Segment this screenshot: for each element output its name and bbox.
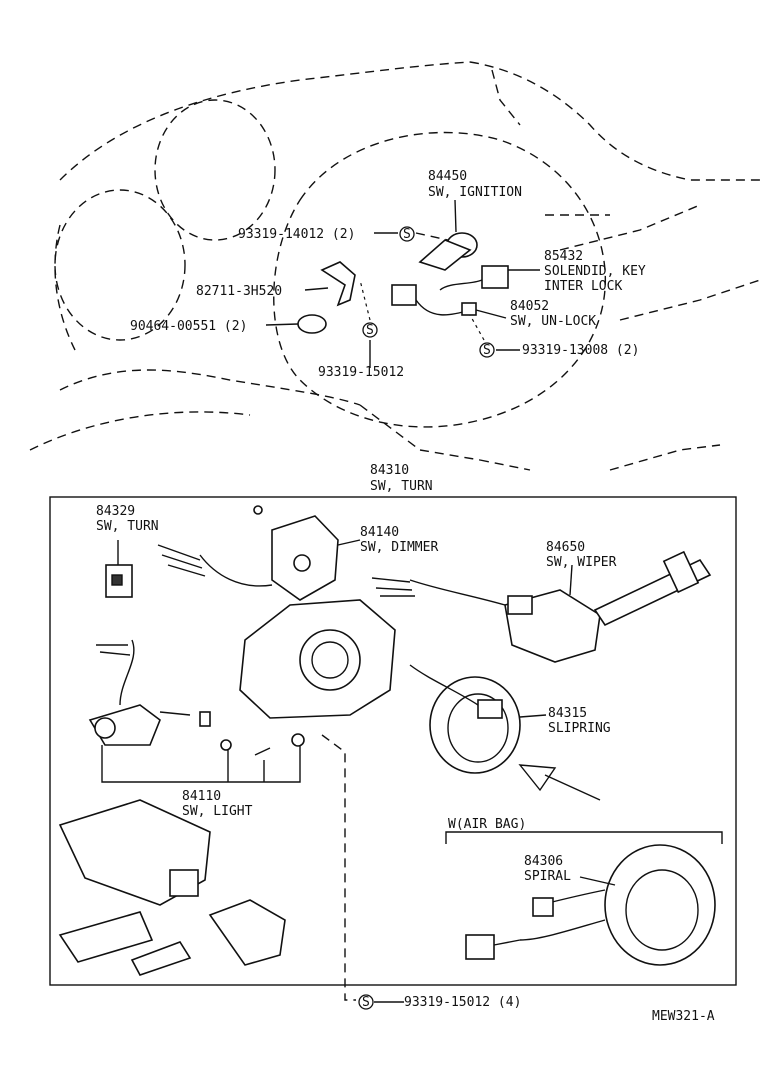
screw-symbol-icon: S <box>479 342 495 358</box>
part-name-85432-line1: SOLENDID, KEY <box>544 264 646 279</box>
part-number-93319-15012: 93319-15012 <box>318 365 404 380</box>
screw-symbol-icon: S <box>362 322 378 338</box>
light-switch-part <box>88 639 305 783</box>
part-name-84315: SLIPRING <box>548 721 611 736</box>
part-number-84315: 84315 <box>548 706 587 721</box>
leader-lines-bottom <box>321 734 404 1003</box>
screw-symbol-icon: S <box>358 994 374 1010</box>
arrow-icon <box>518 764 601 801</box>
part-name-84110: SW, LIGHT <box>182 804 253 819</box>
svg-text:S: S <box>362 995 370 1010</box>
turn-switch-small-part <box>105 540 133 598</box>
wiper-switch-part <box>371 550 712 663</box>
part-number-84052: 84052 <box>510 299 549 314</box>
dashboard-outline <box>29 61 761 471</box>
spiral-cable-part <box>465 844 716 966</box>
part-name-85432-line2: INTER LOCK <box>544 279 622 294</box>
part-number-82711: 82711-3H520 <box>196 284 282 299</box>
svg-text:S: S <box>483 343 491 358</box>
part-name-84650: SW, WIPER <box>546 555 617 570</box>
clamp-part <box>265 314 327 334</box>
part-name-84329: SW, TURN <box>96 519 159 534</box>
ignition-switch-part <box>418 199 478 271</box>
figure-code: MEW321-A <box>652 1009 715 1024</box>
bracket-part <box>304 261 356 307</box>
part-number-85432: 85432 <box>544 249 583 264</box>
part-number-93319-14012: 93319-14012 (2) <box>238 227 355 242</box>
part-number-84329: 84329 <box>96 504 135 519</box>
part-number-84306: 84306 <box>524 854 563 869</box>
part-number-93319-15012-4: 93319-15012 (4) <box>404 995 521 1010</box>
svg-text:S: S <box>366 323 374 338</box>
part-name-84052: SW, UN-LOCK <box>510 314 596 329</box>
unlock-switch-part <box>391 284 507 319</box>
part-name-84140: SW, DIMMER <box>360 540 438 555</box>
turn-switch-body-part <box>239 599 396 719</box>
turn-switch-assembly-frame <box>49 496 737 986</box>
relay-module-part <box>58 799 286 976</box>
part-number-84650: 84650 <box>546 540 585 555</box>
part-number-93319-13008: 93319-13008 (2) <box>522 343 639 358</box>
screw-symbol-icon: S <box>399 226 415 242</box>
part-number-84140: 84140 <box>360 525 399 540</box>
part-name-84450: SW, IGNITION <box>428 185 522 200</box>
svg-text:S: S <box>403 227 411 242</box>
dimmer-switch-part <box>157 505 361 601</box>
airbag-bracket <box>445 831 723 844</box>
airbag-variant-label: W(AIR BAG) <box>448 817 526 832</box>
part-name-84306: SPIRAL <box>524 869 571 884</box>
part-number-84110: 84110 <box>182 789 221 804</box>
slipring-part <box>409 664 547 774</box>
part-number-84450: 84450 <box>428 169 467 184</box>
part-number-90464: 90464-00551 (2) <box>130 319 247 334</box>
part-number-84310: 84310 <box>370 463 409 478</box>
key-interlock-solenoid-part <box>439 265 540 291</box>
part-name-84310: SW, TURN <box>370 479 433 494</box>
leader-lines-top <box>359 232 520 368</box>
